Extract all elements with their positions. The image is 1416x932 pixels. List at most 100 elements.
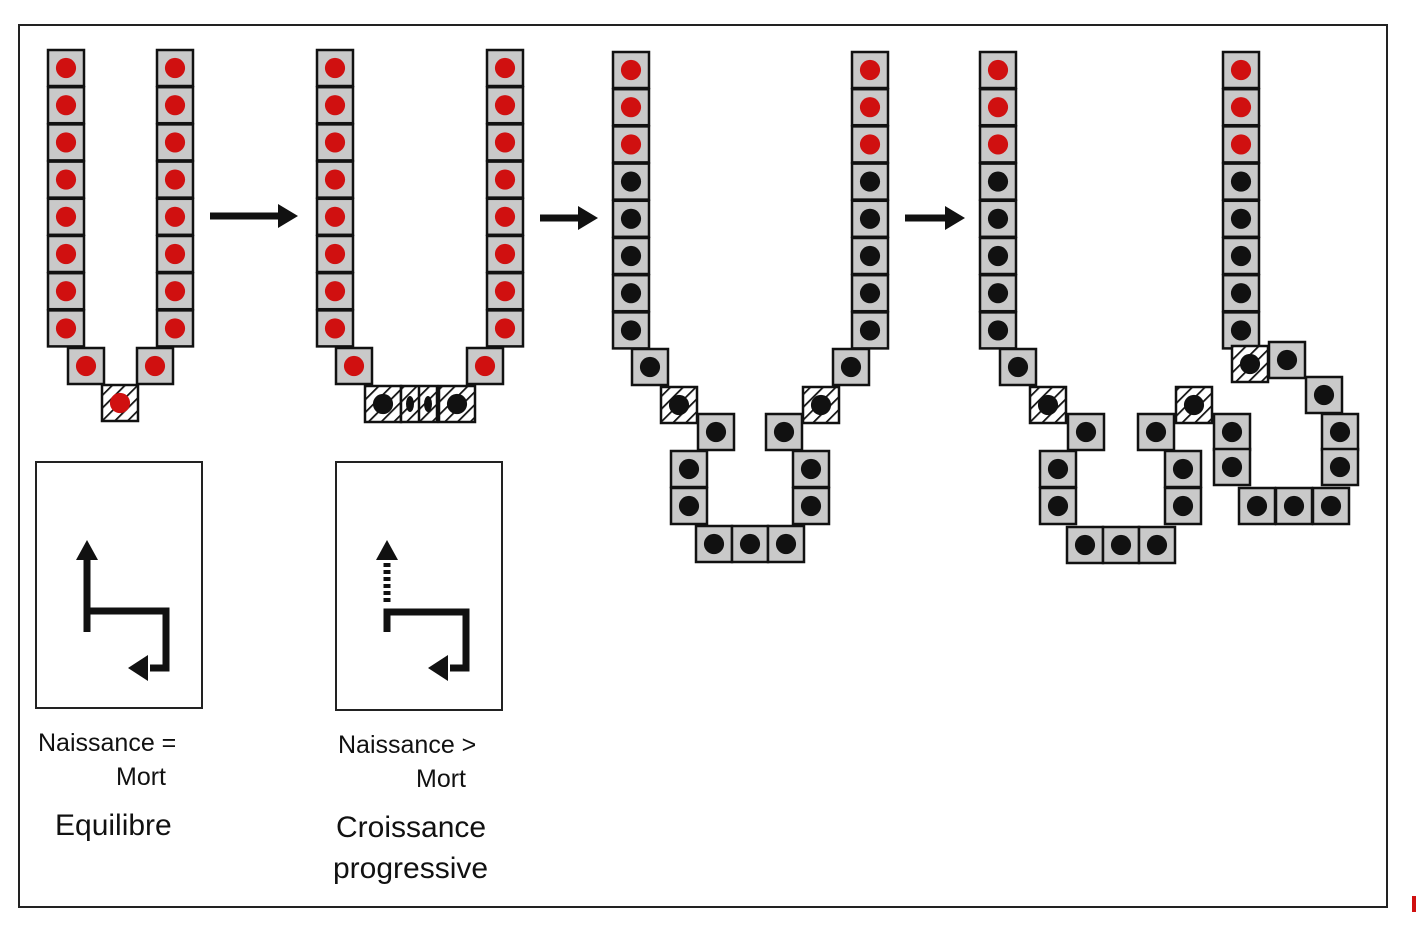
crypt4-right-cell xyxy=(1221,236,1261,276)
crypt3-cell xyxy=(766,524,806,564)
red-cell-icon xyxy=(164,281,186,302)
red-cell-icon xyxy=(324,57,346,79)
red-cell-icon xyxy=(620,134,642,155)
crypt2-right-cell xyxy=(485,160,525,199)
black-cell-icon xyxy=(1007,356,1029,378)
black-cell-icon xyxy=(859,320,881,341)
crypt4-cell xyxy=(1267,340,1307,380)
black-cell-icon xyxy=(372,393,394,415)
black-cell-icon xyxy=(987,208,1009,229)
black-cell-icon xyxy=(1110,534,1132,556)
crypt4-cell xyxy=(1320,412,1360,452)
crypt2-right-cell xyxy=(485,48,525,88)
crypt4-right-cell xyxy=(1221,311,1261,350)
black-cell-icon xyxy=(1047,458,1069,480)
black-cell-icon xyxy=(1329,456,1351,478)
crypt1-right-cell xyxy=(155,234,195,274)
red-cell-icon xyxy=(55,318,77,339)
crypt4-cell xyxy=(1038,486,1078,526)
right-arrow-icon xyxy=(210,204,298,228)
red-cell-icon xyxy=(1230,59,1252,81)
crypt1-right-cell xyxy=(155,197,195,237)
dividing-cell-icon xyxy=(1230,344,1270,384)
black-cell-icon xyxy=(987,320,1009,341)
black-cell-icon xyxy=(446,393,468,415)
crypt1-left-cell xyxy=(46,234,86,274)
black-cell-icon xyxy=(1230,171,1252,192)
crypt4-cell xyxy=(1274,486,1314,526)
crypt2-left-cell xyxy=(315,309,355,348)
red-cell-icon xyxy=(1230,134,1252,155)
crypt4-cell xyxy=(1163,486,1203,526)
equilibrium-condition-line2: Mort xyxy=(116,763,166,791)
crypt2-right-cell xyxy=(485,234,525,274)
growth-condition-line2: Mort xyxy=(416,765,466,793)
crypt4-cell xyxy=(1237,486,1277,526)
red-cell-icon xyxy=(164,206,186,227)
crypt4-left-cell xyxy=(978,50,1018,90)
red-cell-icon xyxy=(55,57,77,79)
crypt3-right-cell xyxy=(850,87,890,127)
crypt4-cell xyxy=(1038,449,1078,489)
black-cell-icon xyxy=(406,396,414,412)
crypt2-cell xyxy=(465,346,505,386)
dividing-cell-icon xyxy=(100,383,140,423)
red-cell-icon xyxy=(324,318,346,339)
crypt1-cell xyxy=(135,346,175,386)
crypt2-left-cell xyxy=(315,160,355,199)
red-cell-icon xyxy=(859,59,881,81)
crypt4-cell xyxy=(1163,449,1203,489)
crypt4-cell xyxy=(1101,525,1141,565)
crypt3-cell xyxy=(696,412,736,452)
red-cell-icon xyxy=(324,169,346,190)
black-cell-icon xyxy=(620,320,642,341)
red-cell-icon xyxy=(620,97,642,118)
crypt4-right-cell xyxy=(1221,162,1261,201)
red-cell-icon xyxy=(324,206,346,227)
black-cell-icon xyxy=(678,495,700,517)
crypt2-left-cell xyxy=(315,234,355,274)
edge-mark xyxy=(1412,896,1416,912)
black-cell-icon xyxy=(1172,495,1194,517)
crypt4-cell xyxy=(1212,412,1252,452)
black-cell-icon xyxy=(620,208,642,229)
crypt1-cell xyxy=(66,346,106,386)
crypt3-right-cell xyxy=(850,236,890,276)
black-cell-icon xyxy=(840,356,862,378)
black-cell-icon xyxy=(1230,283,1252,304)
black-cell-icon xyxy=(678,458,700,480)
black-cell-icon xyxy=(859,208,881,229)
black-cell-icon xyxy=(810,394,832,416)
red-cell-icon xyxy=(144,355,166,377)
crypt4-left-cell xyxy=(978,273,1018,313)
crypt4-right-cell xyxy=(1221,199,1261,239)
red-cell-icon xyxy=(620,59,642,81)
red-cell-icon xyxy=(494,243,516,265)
crypt2-right-cell xyxy=(485,309,525,348)
black-cell-icon xyxy=(1239,353,1261,375)
crypt4-cell xyxy=(998,347,1038,387)
black-cell-icon xyxy=(773,421,795,443)
crypt4-left-cell xyxy=(978,236,1018,276)
black-cell-icon xyxy=(424,396,432,412)
crypt2-right-cell xyxy=(485,197,525,237)
growth-legend-box xyxy=(335,461,503,711)
cell-layer xyxy=(46,48,1360,689)
split-cell xyxy=(399,384,439,424)
black-cell-icon xyxy=(1074,534,1096,556)
arrow-layer xyxy=(35,204,965,711)
red-cell-icon xyxy=(494,57,516,79)
equilibrium-legend-box xyxy=(35,461,203,709)
right-arrow-icon xyxy=(905,206,965,230)
black-cell-icon xyxy=(739,533,761,555)
red-cell-icon xyxy=(55,132,77,153)
black-cell-icon xyxy=(1172,458,1194,480)
black-cell-icon xyxy=(703,533,725,555)
crypt4-left-cell xyxy=(978,162,1018,201)
crypt3-left-cell xyxy=(611,236,651,276)
black-cell-icon xyxy=(859,245,881,267)
crypt4-cell xyxy=(1320,447,1360,487)
crypt3-right-cell xyxy=(850,125,890,164)
red-cell-icon xyxy=(164,95,186,116)
black-cell-icon xyxy=(859,283,881,304)
